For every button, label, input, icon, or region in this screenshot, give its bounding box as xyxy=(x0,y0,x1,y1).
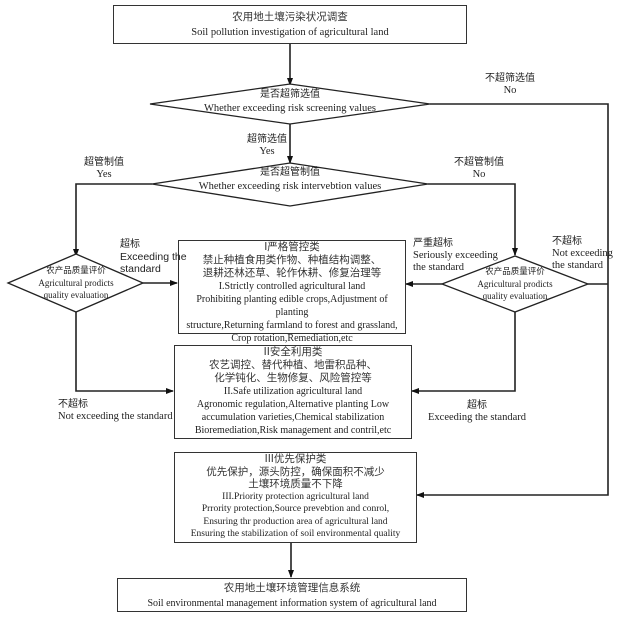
start-box: 农用地土壤污染状况调查 Soil pollution investigation… xyxy=(113,5,467,44)
label-interv-no-zh: 不超管制值 xyxy=(454,157,504,168)
label-right-serious: 严重超标 Seriously exceeding the standard xyxy=(413,238,498,274)
label-left-not-exceed-zh: 不超标 xyxy=(58,399,88,410)
class-2-desc-en-2: accumulation varieties,Chemical stabiliz… xyxy=(201,412,385,423)
end-box: 农用地土壤环境管理信息系统 Soil environmental managem… xyxy=(117,578,467,612)
screening-zh: 是否超筛选值 xyxy=(260,89,320,100)
class-3-desc-en-2: Ensuring thr production area of agricult… xyxy=(203,516,388,527)
class-1-desc-zh-1: 禁止种植食用类作物、种植结构调整、 xyxy=(202,254,382,266)
class-3-box: III优先保护类 优先保护，源头防控，确保面积不减少 土壤环境质量不下降 III… xyxy=(174,452,417,543)
end-zh: 农用地土壤环境管理信息系统 xyxy=(223,582,361,594)
label-screen-no-en: No xyxy=(503,85,517,96)
class-2-desc-zh-1: 农艺调控、替代种植、地雷积品种、 xyxy=(209,359,377,371)
label-interv-no-en: No xyxy=(472,169,486,180)
right-eval-en1: Agricultural prodicts xyxy=(477,279,553,289)
label-right-not-exceed: 不超标 Not exceeding the standard xyxy=(552,236,613,272)
label-left-not-exceed-en: Not exceeding the standard xyxy=(58,411,173,422)
label-screen-yes: 超筛选值 Yes xyxy=(243,134,291,158)
edge-right-exceed xyxy=(411,312,516,394)
label-interv-no: 不超管制值 No xyxy=(448,157,510,181)
class-2-title-en: II.Safe utilization agricultural land xyxy=(223,386,363,397)
label-right-serious-en1: Seriously exceeding xyxy=(413,250,498,261)
class-3-title-en: III.Priority protection agricultural lan… xyxy=(222,491,369,502)
left-eval-en1: Agricultural prodicts xyxy=(38,278,114,288)
screening-decision-text: 是否超筛选值 Whether exceeding risk screening … xyxy=(190,88,390,116)
class-3-desc-en-1: Prrority protection,Source prevebtion an… xyxy=(201,504,390,514)
label-right-serious-zh: 严重超标 xyxy=(413,238,453,249)
class-2-desc-en-3: Bioremediation,Risk management and contr… xyxy=(194,425,392,436)
edge-interv-yes xyxy=(73,183,152,257)
intervention-zh: 是否超管制值 xyxy=(260,167,320,178)
label-interv-yes-en: Yes xyxy=(96,169,112,180)
label-left-not-exceed: 不超标 Not exceeding the standard xyxy=(58,399,173,423)
intervention-decision-text: 是否超管制值 Whether exceeding risk intervebti… xyxy=(180,166,400,194)
end-en: Soil environmental management informatio… xyxy=(147,598,437,609)
start-en: Soil pollution investigation of agricult… xyxy=(191,27,389,38)
class-1-desc-zh-2: 退耕还林还草、轮作休耕、修复治理等 xyxy=(202,267,382,279)
label-right-exceed-en: Exceeding the standard xyxy=(428,412,526,423)
class-2-desc-zh-2: 化学钝化、生物修复、风险管控等 xyxy=(214,372,372,384)
class-1-title-zh: I严格管控类 xyxy=(264,241,320,253)
class-3-desc-en-3: Ensuring the stabilization of soil envir… xyxy=(190,529,401,539)
left-eval-en2: quality evaluation xyxy=(43,290,109,300)
label-right-exceed-zh: 超标 xyxy=(467,400,487,411)
label-screen-no: 不超筛选值 No xyxy=(480,73,540,97)
left-eval-text: 农产品质量评价 Agricultural prodicts quality ev… xyxy=(18,265,134,301)
class-1-desc-en-1: Prohibiting planting edible crops,Adjust… xyxy=(196,294,388,318)
class-3-desc-zh-2: 土壤环境质量不下降 xyxy=(248,478,343,490)
left-eval-zh: 农产品质量评价 xyxy=(46,266,106,276)
class-3-title-zh: III优先保护类 xyxy=(264,453,327,465)
label-left-exceed: 超标 Exceeding the standard xyxy=(120,239,187,275)
class-1-desc-en-3: Crop rotation,Remediation,etc xyxy=(231,333,353,344)
edge-left-not-exceed xyxy=(75,312,174,394)
edge-interv-no xyxy=(428,183,518,256)
label-screen-no-zh: 不超筛选值 xyxy=(485,73,535,84)
label-right-not-exceed-en1: Not exceeding xyxy=(552,248,613,259)
right-eval-en2: quality evaluation xyxy=(482,291,548,301)
label-interv-yes: 超管制值 Yes xyxy=(78,157,130,181)
right-eval-text: 农产品质量评价 Agricultural prodicts quality ev… xyxy=(457,266,573,302)
start-zh: 农用地土壤污染状况调查 xyxy=(232,11,348,23)
class-1-box: I严格管控类 禁止种植食用类作物、种植结构调整、 退耕还林还草、轮作休耕、修复治… xyxy=(178,240,406,344)
intervention-en: Whether exceeding risk intervebtion valu… xyxy=(198,181,382,192)
label-screen-yes-zh: 超筛选值 xyxy=(247,134,287,145)
class-1-title-en: I.Strictly controlled agricultural land xyxy=(218,281,366,292)
screening-en: Whether exceeding risk screening values xyxy=(203,103,376,114)
class-3-desc-zh-1: 优先保护，源头防控，确保面积不减少 xyxy=(206,465,385,478)
label-screen-yes-en: Yes xyxy=(259,146,275,157)
label-left-exceed-zh: 超标 xyxy=(120,239,140,250)
edge-screen-no xyxy=(416,103,609,498)
label-right-exceed: 超标 Exceeding the standard xyxy=(423,400,531,424)
label-interv-yes-zh: 超管制值 xyxy=(84,157,124,168)
class-2-box: II安全利用类 农艺调控、替代种植、地雷积品种、 化学钝化、生物修复、风险管控等… xyxy=(174,345,412,439)
label-left-exceed-en1: Exceeding the xyxy=(120,251,187,263)
class-1-desc-en-2: structure,Returning farmland to forest a… xyxy=(186,320,398,331)
label-right-not-exceed-zh: 不超标 xyxy=(552,236,582,247)
label-right-serious-en2: the standard xyxy=(413,262,465,273)
class-2-desc-en-1: Agronomic regulation,Alternative plantin… xyxy=(196,399,390,410)
label-left-exceed-en2: standard xyxy=(120,263,161,275)
right-eval-zh: 农产品质量评价 xyxy=(485,267,545,277)
class-2-title-zh: II安全利用类 xyxy=(263,346,323,358)
label-right-not-exceed-en2: the standard xyxy=(552,260,604,271)
